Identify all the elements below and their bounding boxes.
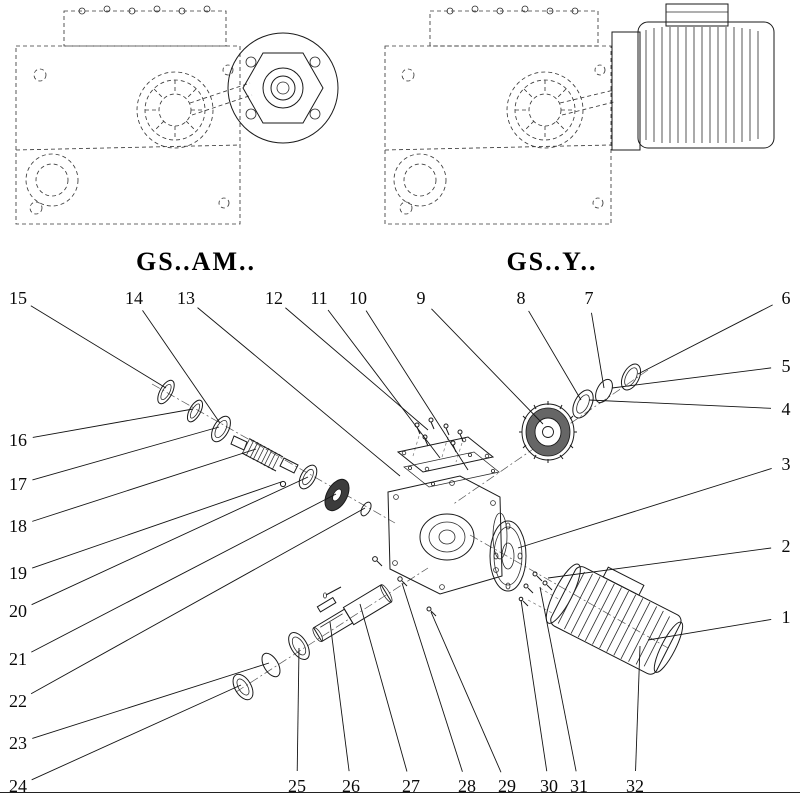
output-bearing [288, 631, 310, 661]
callout-number-11: 11 [310, 288, 328, 308]
callout-number-9: 9 [416, 288, 426, 308]
motor-axis [469, 534, 669, 649]
pin [279, 480, 287, 488]
circlip [595, 378, 613, 404]
gear-axis [451, 369, 649, 506]
callout-number-13: 13 [177, 288, 195, 308]
callout-number-31: 31 [570, 776, 588, 796]
callout-line-7 [591, 312, 605, 389]
output-shaft [312, 584, 393, 643]
callout-number-19: 19 [9, 563, 27, 583]
retaining-ring [186, 399, 204, 423]
callout-line-24 [31, 684, 242, 781]
callout-number-8: 8 [516, 288, 526, 308]
variant-caption-gs-y: GS..Y.. [506, 247, 598, 276]
callout-line-13 [197, 307, 401, 477]
callout-number-25: 25 [288, 776, 306, 796]
callout-number-6: 6 [781, 288, 791, 308]
variant-caption-gs-am: GS..AM.. [136, 247, 256, 276]
output-flange-cover [489, 520, 527, 592]
callout-line-5 [611, 367, 772, 389]
callout-number-27: 27 [402, 776, 420, 796]
callout-line-18 [32, 448, 257, 522]
callout-line-27 [359, 603, 408, 772]
callout-number-24: 24 [9, 776, 27, 796]
helical-gear [519, 401, 577, 463]
callout-number-18: 18 [9, 516, 27, 536]
callout-line-10 [365, 310, 469, 471]
callout-number-3: 3 [781, 454, 791, 474]
callout-number-14: 14 [125, 288, 143, 308]
callout-number-7: 7 [584, 288, 594, 308]
callout-number-10: 10 [349, 288, 367, 308]
callout-leader-lines [30, 304, 773, 781]
callout-number-32: 32 [626, 776, 644, 796]
callout-line-22 [30, 507, 366, 695]
callout-line-25 [296, 647, 300, 772]
callout-line-15 [30, 305, 167, 389]
cover-gasket [403, 451, 500, 488]
worm-axis [151, 383, 396, 524]
callout-line-28 [401, 582, 463, 772]
small-ring [360, 501, 372, 517]
worm-bearing [298, 464, 318, 490]
outer-ring [620, 363, 642, 391]
callout-line-12 [285, 307, 429, 431]
callout-line-11 [327, 309, 441, 459]
callout-line-9 [431, 308, 544, 425]
callout-line-14 [142, 310, 221, 424]
callout-line-6 [637, 304, 773, 375]
callout-number-16: 16 [9, 430, 27, 450]
gear-housing [387, 475, 508, 595]
callout-number-12: 12 [265, 288, 283, 308]
callout-line-16 [32, 408, 194, 438]
gearbox-flange-drawing [15, 5, 339, 225]
callout-number-1: 1 [781, 607, 791, 627]
callout-line-29 [430, 611, 502, 773]
gearbox-motor-drawing [384, 3, 775, 225]
callout-number-30: 30 [540, 776, 558, 796]
callout-line-1 [647, 619, 772, 641]
callout-line-8 [528, 310, 582, 401]
input-bearing [211, 415, 231, 443]
loose-screws [322, 556, 437, 617]
callout-number-5: 5 [781, 356, 791, 376]
seal-ring [157, 379, 175, 405]
callout-line-20 [31, 476, 309, 606]
callout-number-17: 17 [9, 474, 27, 494]
exploded-assembly [151, 363, 684, 701]
motor-screws [518, 571, 561, 614]
gear-bearing [572, 389, 594, 419]
callout-line-4 [588, 399, 772, 409]
callout-line-19 [32, 481, 282, 569]
callout-line-31 [539, 586, 577, 772]
callout-number-15: 15 [9, 288, 27, 308]
callout-line-17 [32, 426, 220, 481]
motor-exploded [545, 563, 684, 675]
callout-line-3 [517, 468, 772, 549]
callout-number-26: 26 [342, 776, 360, 796]
callout-line-23 [32, 662, 270, 739]
housing-cover [396, 436, 495, 473]
worm-shaft [230, 435, 299, 474]
callout-number-28: 28 [458, 776, 476, 796]
callout-number-29: 29 [498, 776, 516, 796]
callout-line-21 [31, 493, 337, 653]
callout-number-22: 22 [9, 691, 27, 711]
output-shaft-axis [235, 567, 429, 693]
callout-number-4: 4 [781, 399, 791, 419]
callout-number-2: 2 [781, 536, 791, 556]
output-circlip [261, 652, 281, 678]
callout-line-32 [635, 645, 641, 772]
shim-disc [324, 478, 350, 512]
callout-number-23: 23 [9, 733, 27, 753]
output-washer [232, 673, 254, 701]
callout-line-30 [520, 599, 548, 772]
callout-number-21: 21 [9, 649, 27, 669]
callout-line-26 [329, 621, 350, 772]
callout-line-2 [547, 547, 772, 579]
callout-number-20: 20 [9, 601, 27, 621]
